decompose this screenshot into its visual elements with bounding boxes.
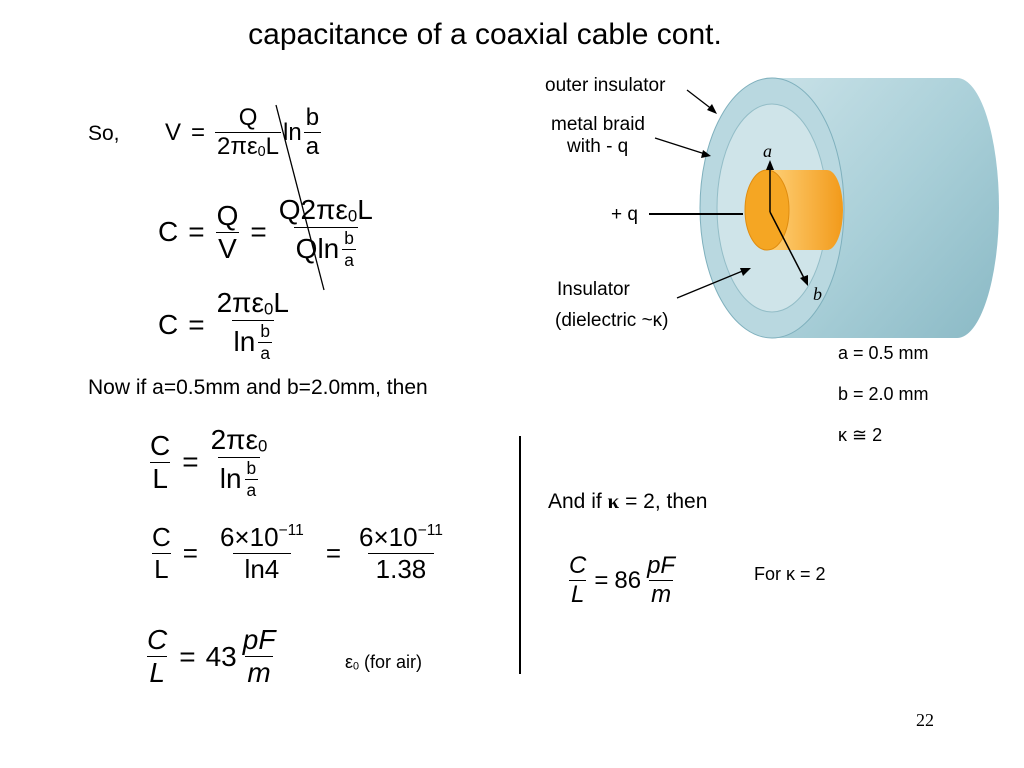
- numerator-l: L: [357, 194, 373, 225]
- equation-numeric: C L = 6×10−11 ln4 = 6×10−11 1.38: [152, 522, 443, 585]
- numerator-c: C: [147, 624, 168, 655]
- exponent: −11: [417, 522, 443, 540]
- var-v: V: [165, 118, 182, 146]
- equation-v: V = Q 2πε0L ln b a: [165, 104, 322, 161]
- ln-text: ln: [219, 463, 242, 495]
- equation-43: C L = 43 pF m: [147, 624, 276, 688]
- subscript-0: 0: [263, 299, 274, 319]
- arrowhead-icon: [701, 150, 711, 158]
- insulator-label: Insulator: [557, 279, 631, 300]
- metal-braid-label: metal braid: [551, 114, 645, 135]
- value-86: 86: [614, 566, 642, 594]
- numerator-b: b: [305, 104, 320, 131]
- plus-q-label: + q: [611, 204, 638, 225]
- arrowhead-icon: [740, 268, 751, 276]
- denominator-l: L: [147, 656, 167, 688]
- denominator-a: a: [303, 132, 322, 160]
- and-if-text: And if κ = 2, then: [548, 489, 707, 514]
- numerator-c: C: [152, 522, 171, 552]
- equation-c-result: C = 2πε0L ln b a: [158, 287, 289, 363]
- var-c: C: [158, 216, 179, 248]
- denominator-2pi-eps: 2πε: [217, 133, 258, 160]
- ln-text: ln: [317, 233, 340, 265]
- inner-core-face: [744, 169, 790, 251]
- numerator-l: L: [273, 287, 289, 318]
- equation-86: C L = 86 pF m: [568, 552, 676, 608]
- numerator-b: b: [246, 457, 257, 478]
- subscript-0: 0: [353, 660, 360, 673]
- denominator-a: a: [258, 341, 272, 363]
- page-number: 22: [916, 710, 934, 730]
- numerator-q2pi-eps: Q2πε: [278, 194, 348, 225]
- denominator-v: V: [216, 231, 239, 264]
- dielectric-label: (dielectric ~κ): [555, 310, 669, 331]
- now-if-text: Now if a=0.5mm and b=2.0mm, then: [88, 376, 428, 399]
- denominator-ln4: ln4: [232, 553, 292, 585]
- numerator-b: b: [260, 320, 270, 341]
- denominator-a: a: [342, 248, 356, 270]
- so-label: So,: [88, 122, 120, 145]
- subscript-0: 0: [257, 436, 268, 456]
- numerator-b: b: [344, 227, 354, 248]
- given-b: b = 2.0 mm: [838, 384, 929, 404]
- exponent: −11: [278, 522, 304, 540]
- ln-text: ln: [283, 118, 302, 146]
- arrowhead-icon: [766, 160, 774, 170]
- denominator-m: m: [649, 580, 674, 608]
- denominator-l: L: [152, 553, 171, 584]
- denominator-l: L: [150, 461, 170, 494]
- subscript-0: 0: [347, 206, 358, 226]
- numerator-2pi-eps: 2πε: [216, 287, 264, 318]
- given-kappa: κ ≅ 2: [838, 425, 883, 445]
- slide-title: capacitance of a coaxial cable cont.: [248, 18, 722, 51]
- arrowhead-icon: [707, 104, 717, 114]
- var-c: C: [158, 309, 179, 341]
- label-a: a: [763, 141, 772, 161]
- vertical-divider: [519, 436, 521, 674]
- denominator-a: a: [244, 478, 259, 500]
- numerator-q: Q: [216, 199, 239, 231]
- numerator-pf: pF: [242, 624, 276, 655]
- label-b: b: [813, 284, 822, 304]
- arrowhead-icon: [800, 275, 808, 286]
- denominator-l: L: [568, 580, 587, 608]
- for-air-text: (for air): [359, 652, 423, 672]
- outer-insulator-label: outer insulator: [545, 75, 666, 96]
- coax-diagram: a b outer insulator metal braid with - q…: [545, 75, 999, 339]
- numerator-6x10: 6×10: [219, 522, 279, 552]
- radius-b-arrow: [769, 211, 806, 281]
- kappa-symbol: κ: [607, 489, 620, 513]
- cancel-slash: [275, 104, 325, 291]
- and-if-rest: = 2, then: [625, 490, 708, 513]
- numerator-q: Q: [238, 104, 258, 131]
- numerator-pf: pF: [647, 552, 676, 579]
- given-a: a = 0.5 mm: [838, 343, 929, 363]
- numerator-6x10: 6×10: [359, 522, 418, 552]
- ln-text: ln: [233, 326, 256, 358]
- denominator-m: m: [245, 656, 273, 688]
- denominator-1-38: 1.38: [367, 553, 435, 585]
- numerator-2pi-eps: 2πε: [210, 424, 258, 455]
- numerator-c: C: [150, 429, 171, 461]
- for-kappa-text: For κ = 2: [754, 564, 826, 584]
- and-if-label: And if: [548, 490, 602, 513]
- subscript-0: 0: [257, 144, 266, 161]
- epsilon-symbol: ε: [345, 652, 354, 672]
- denominator-q: Q: [295, 233, 318, 265]
- value-43: 43: [205, 640, 237, 672]
- numerator-c: C: [569, 552, 587, 579]
- eps0-note: ε0 (for air): [345, 652, 422, 673]
- with-minus-q-label: with - q: [566, 136, 628, 157]
- equation-c-per-l: C L = 2πε0 ln b a: [150, 424, 268, 500]
- denominator-l: L: [265, 133, 280, 160]
